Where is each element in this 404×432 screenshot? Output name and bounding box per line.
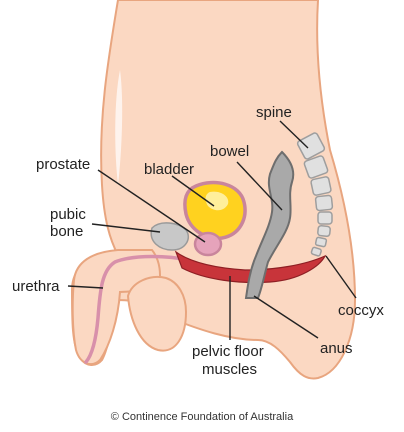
coccyx-leader-line — [325, 255, 357, 299]
urethra-channel — [84, 254, 190, 364]
label-anus: anus — [320, 340, 353, 357]
body-highlight — [115, 70, 123, 185]
label-coccyx: coccyx — [338, 302, 384, 319]
label-prostate: prostate — [36, 156, 90, 173]
prostate-leader-line — [97, 169, 206, 243]
label-pelvic-floor-line2: muscles — [202, 361, 257, 378]
label-spine: spine — [256, 104, 292, 121]
vertebra — [310, 176, 332, 196]
pelvic-floor-muscle — [174, 250, 327, 284]
anus-leader-line — [253, 295, 319, 339]
urethra-leader-line — [67, 285, 104, 289]
pubic-bone-leader-line — [91, 223, 161, 233]
label-bladder: bladder — [144, 161, 194, 178]
spine-column — [296, 132, 334, 257]
bladder-highlight — [205, 191, 229, 211]
bowel — [244, 150, 295, 299]
label-bowel: bowel — [210, 143, 249, 160]
vertebra — [317, 211, 333, 225]
bladder-leader-line — [171, 175, 215, 207]
spine-leader-line — [279, 120, 309, 149]
label-pubic-bone-line1: pubic — [50, 206, 86, 223]
prostate — [193, 231, 223, 257]
vertebra — [296, 132, 326, 160]
vertebra — [314, 236, 328, 248]
vertebra — [317, 224, 331, 238]
bowel-leader-line — [236, 161, 283, 211]
copyright-notice: © Continence Foundation of Australia — [111, 411, 294, 423]
vertebra — [314, 194, 334, 212]
label-pelvic-floor-line1: pelvic floor — [192, 343, 264, 360]
label-pubic-bone-line2: bone — [50, 223, 83, 240]
vertebra — [303, 155, 329, 179]
label-urethra: urethra — [12, 278, 60, 295]
vertebra — [310, 246, 322, 257]
pubic-bone — [150, 222, 190, 251]
leader-lines — [67, 120, 357, 340]
scrotum-outline — [126, 276, 188, 352]
